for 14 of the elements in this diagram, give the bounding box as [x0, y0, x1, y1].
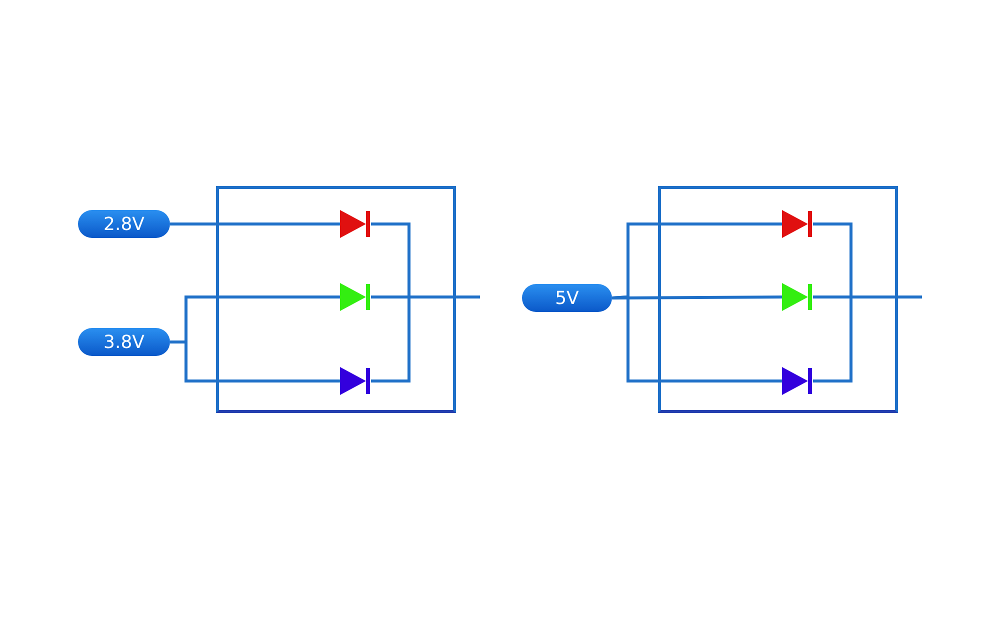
led-diode-icon [340, 210, 371, 238]
wire [612, 295, 782, 382]
led-diode-icon [782, 210, 813, 238]
wire [170, 340, 340, 382]
led-diode-icon [782, 283, 813, 311]
led-diode-icon [340, 367, 371, 395]
led-diode-icon [340, 283, 371, 311]
wire [170, 222, 340, 226]
voltage-label: 2.8V [78, 210, 170, 238]
package-outline [658, 186, 898, 413]
voltage-label: 5V [522, 284, 612, 312]
voltage-label: 3.8V [78, 328, 170, 356]
led-diode-icon [782, 367, 813, 395]
package-outline [216, 186, 456, 413]
